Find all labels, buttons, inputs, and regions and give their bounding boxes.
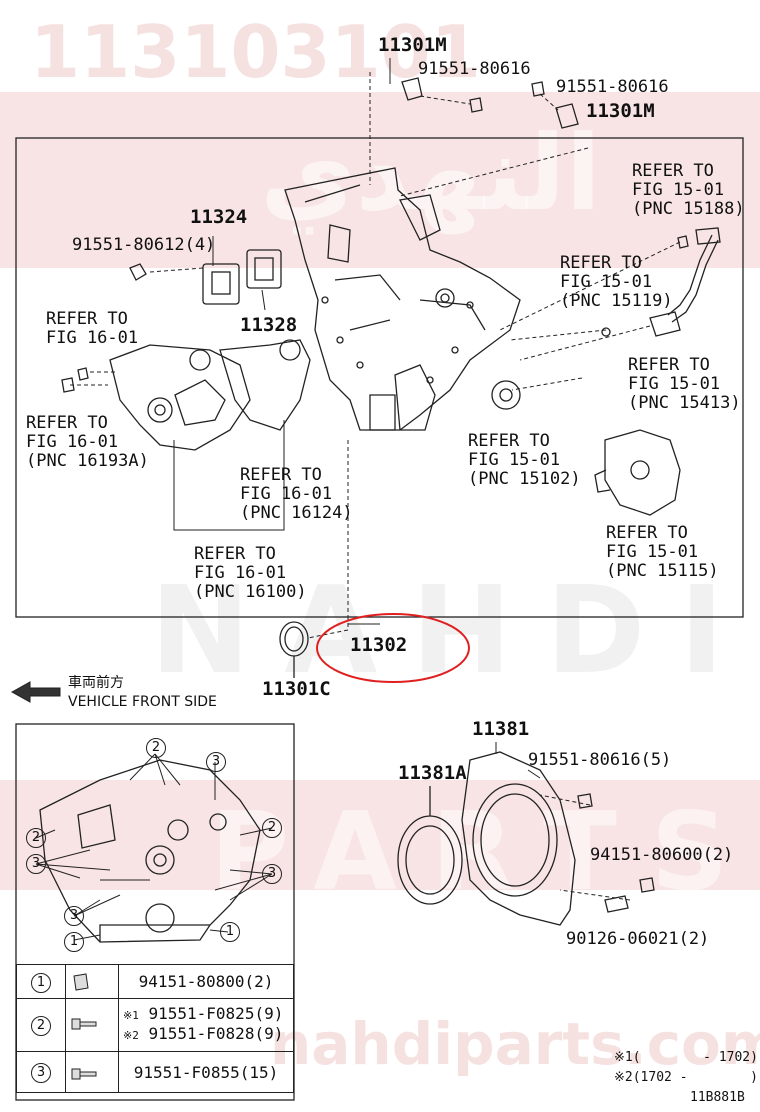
label-nut-94151-80600: 94151-80600(2) [590,845,734,865]
legend-icon-cell [65,998,119,1052]
legend-circle-3: 3 [31,1063,51,1083]
label-11381A: 11381A [398,762,467,784]
bubble-3: 3 [64,906,84,926]
label-bolt-91551-80616-b: 91551-80616 [556,77,669,97]
oil-pipe [667,234,719,323]
label-11301M-top: 11301M [378,34,447,56]
legend-circle-2: 2 [31,1016,51,1036]
legend-mark-2: ※2 [123,1029,139,1042]
rear-seal-retainer [461,751,576,926]
figure-code: 11B881B [690,1090,745,1105]
footnote-2: ※2(1702 - ) [614,1070,758,1085]
label-stud-90126-06021: 90126-06021(2) [566,929,710,949]
legend-icon-cell [65,1051,119,1093]
legend-circle-1: 1 [31,972,51,993]
label-11301M-right: 11301M [586,100,655,122]
legend-part-3: 91551-F0855(15) [118,1051,294,1093]
label-11328: 11328 [240,314,298,336]
legend-part-2a: 91551-F0825(9) [148,1004,284,1023]
label-bolt-91551-80616-5: 91551-80616(5) [528,750,672,770]
legend-icon-cell [65,964,119,999]
bubble-2: 2 [262,818,282,838]
footnote-1: ※1( - 1702) [614,1050,758,1065]
legend-row: 3 91551-F0855(15) [16,1051,294,1093]
label-bolt-91551-80612: 91551-80612(4) [72,235,216,255]
label-bolt-91551-80616-a: 91551-80616 [418,59,531,79]
label-11381: 11381 [472,718,530,740]
label-11301C: 11301C [262,678,331,700]
watermark-part-number: 113103101 [30,10,481,94]
front-side-en: VEHICLE FRONT SIDE [68,694,217,710]
main-assembly-frame [15,137,744,618]
watermark-brand: NAHDI [150,562,758,701]
cover-bolt-frame [15,723,295,1101]
bubble-1: 1 [220,922,240,942]
legend-row: 1 94151-80800(2) [16,964,294,999]
label-11302: 11302 [350,634,408,656]
highlight-11302 [316,613,470,683]
watermark-band-bottom [0,780,760,890]
watermark-brand2: PARTS [210,790,760,915]
legend-mark-1: ※1 [123,1009,139,1022]
legend-part-2b: 91551-F0828(9) [148,1024,284,1043]
bolt-legend-table: 1 94151-80800(2) 2 ※1 91551-F0825(9) ※2 … [16,964,294,1093]
bubble-2: 2 [146,738,166,758]
watermark-site: nahdiparts.com [270,1010,760,1078]
bubble-2: 2 [26,828,46,848]
label-11324: 11324 [190,206,248,228]
watermark-arabic: النهدي [260,112,602,234]
bubble-3: 3 [206,752,226,772]
bubble-3: 3 [26,854,46,874]
bubble-3: 3 [262,864,282,884]
oil-pump [604,429,681,516]
bubble-1: 1 [64,932,84,952]
watermark-band-top [0,92,760,268]
legend-row: 2 ※1 91551-F0825(9) ※2 91551-F0828(9) [16,998,294,1052]
front-side-jp: 車両前方 [68,675,124,691]
legend-part-1: 94151-80800(2) [118,964,294,999]
timing-chain-cover [284,167,521,431]
water-pump [109,344,251,451]
front-arrow [10,681,61,703]
